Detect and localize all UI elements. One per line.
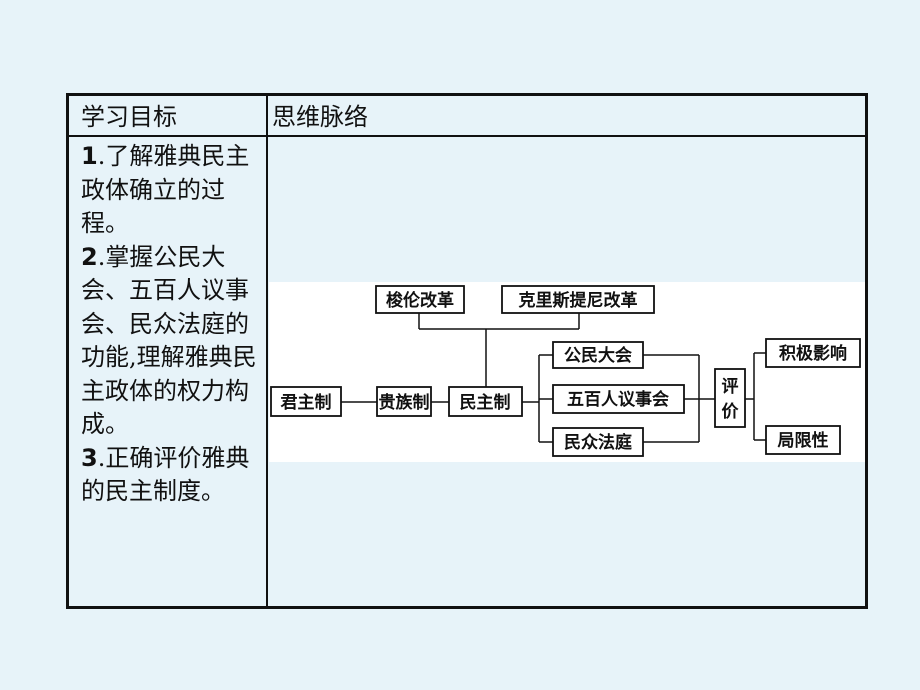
node-guizu: 贵族制: [379, 392, 430, 413]
goal-item-3: 3.正确评价雅典的民主制度。: [81, 442, 259, 509]
node-box-solon: [375, 285, 465, 314]
goal-item-2: 2.掌握公民大会、五百人议事会、民众法庭的功能,理解雅典民主政体的权力构成。: [81, 241, 259, 442]
node-box-jiji: [765, 338, 861, 368]
goal-number: 2: [81, 242, 98, 271]
header-mind-map: 思维脉络: [272, 103, 368, 131]
connector-lines: [341, 300, 766, 443]
node-cleisthenes-reform: 克里斯提尼改革: [519, 290, 638, 311]
node-positive-impact: 积极影响: [779, 343, 847, 364]
node-labels: 君主制 贵族制 民主制 梭伦改革 克里斯提尼改革 公民大会 五百人议事会 民众法…: [281, 290, 848, 453]
node-box-pingjia: [714, 368, 746, 428]
node-limitations: 局限性: [778, 430, 829, 451]
node-junzhu: 君主制: [281, 392, 332, 413]
goal-number: 3: [81, 443, 98, 472]
goals-list: 1.了解雅典民主政体确立的过程。 2.掌握公民大会、五百人议事会、民众法庭的功能…: [81, 140, 259, 509]
goal-text: .了解雅典民主政体确立的过程。: [81, 142, 250, 237]
node-council-500: 五百人议事会: [567, 389, 669, 410]
node-box-wubai: [552, 384, 685, 414]
column-divider: [266, 96, 268, 606]
node-box-juxian: [765, 425, 841, 455]
goal-text: .正确评价雅典的民主制度。: [81, 443, 250, 506]
mind-map-svg: 君主制 贵族制 民主制 梭伦改革 克里斯提尼改革 公民大会 五百人议事会 民众法…: [270, 285, 861, 457]
header-learning-goals: 学习目标: [81, 103, 177, 131]
node-jia: 价: [722, 402, 740, 422]
node-ping: 评: [722, 377, 739, 397]
node-box-gongmin: [552, 341, 644, 369]
node-box-minzhu: [448, 386, 523, 417]
node-peoples-court: 民众法庭: [564, 432, 632, 453]
node-solon-reform: 梭伦改革: [386, 290, 454, 311]
goal-item-1: 1.了解雅典民主政体确立的过程。: [81, 140, 259, 241]
goal-text: .掌握公民大会、五百人议事会、民众法庭的功能,理解雅典民主政体的权力构成。: [81, 242, 257, 439]
node-assembly: 公民大会: [564, 345, 632, 366]
node-minzhu: 民主制: [460, 392, 511, 413]
node-box-guizu: [376, 386, 432, 417]
goal-number: 1: [81, 142, 98, 170]
node-box-fating: [552, 427, 644, 457]
node-box-cleisthenes: [501, 285, 655, 314]
mind-map-diagram: 君主制 贵族制 民主制 梭伦改革 克里斯提尼改革 公民大会 五百人议事会 民众法…: [269, 282, 865, 462]
node-box-junzhu: [270, 386, 342, 417]
content-table: 学习目标 思维脉络 1.了解雅典民主政体确立的过程。 2.掌握公民大会、五百人议…: [66, 93, 868, 609]
node-boxes: [270, 285, 861, 457]
header-divider: [69, 135, 865, 137]
